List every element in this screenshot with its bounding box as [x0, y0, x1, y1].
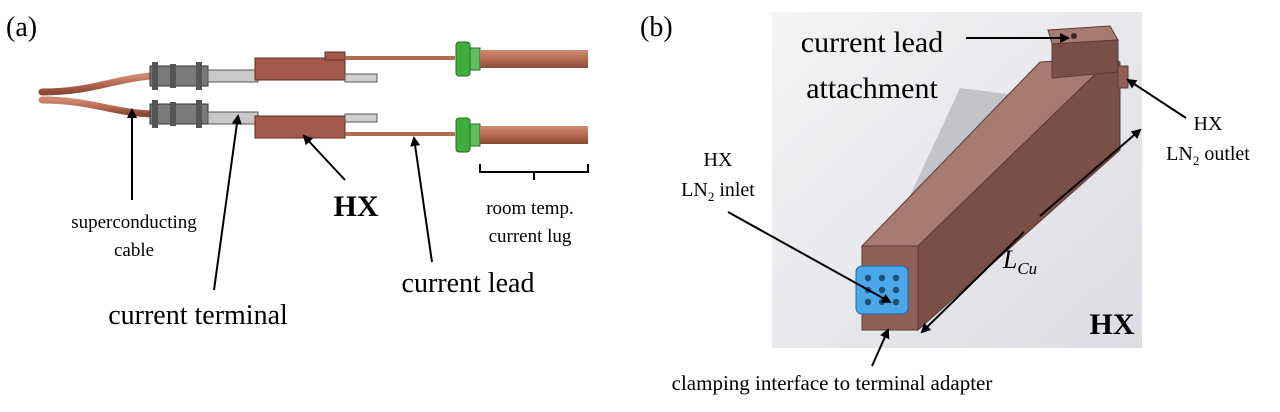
outlet-word: outlet — [1199, 143, 1250, 165]
label-clamping: clamping interface to terminal adapter — [672, 371, 993, 395]
label-room-temp-line1: room temp. — [486, 198, 574, 219]
upper-green-flange — [455, 41, 471, 77]
label-hx-a: HX — [334, 190, 379, 223]
attachment-front — [1051, 39, 1119, 79]
label-superconducting-line1: superconducting — [71, 212, 197, 233]
lower-room-temp-lug — [480, 126, 588, 144]
dimension-lcu-lower — [920, 231, 1025, 334]
lower-green-flange — [455, 117, 471, 153]
label-outlet-line2: LN2 outlet — [1166, 143, 1250, 168]
attachment-hole — [1071, 33, 1077, 39]
label-length: LCu — [1002, 245, 1037, 278]
length-sub: Cu — [1017, 259, 1037, 278]
upper-terminal — [207, 69, 259, 83]
label-current-terminal: current terminal — [108, 300, 288, 331]
label-room-temp-line2: current lug — [489, 226, 572, 247]
lower-assembly — [38, 96, 588, 153]
label-hx-b: HX — [1090, 308, 1135, 341]
length-main: L — [1002, 245, 1017, 274]
hx-render — [855, 25, 1129, 332]
upper-current-lead — [345, 56, 455, 60]
arrow-current-lead — [410, 136, 433, 263]
inlet-ln: LN — [681, 179, 708, 201]
arrow-outlet — [1126, 78, 1187, 119]
hx-side-face — [917, 57, 1121, 332]
arrow-clamping — [871, 328, 890, 367]
inlet-sub: 2 — [708, 189, 715, 204]
lower-hx-block — [254, 115, 346, 139]
panel-b: (b) — [640, 12, 1250, 395]
dimension-lcu-upper — [1039, 128, 1142, 217]
label-attachment-line2: attachment — [806, 72, 938, 105]
outlet-ln: LN — [1166, 143, 1193, 165]
label-inlet-line2: LN2 inlet — [681, 179, 755, 204]
label-current-lead: current lead — [402, 268, 535, 299]
arrow-inlet — [727, 211, 892, 303]
upper-superconducting-cable — [38, 72, 154, 96]
panel-a-tag: (a) — [6, 12, 37, 43]
lower-superconducting-cable — [38, 96, 154, 118]
panel-a: (a) — [6, 12, 589, 331]
panel-b-tag: (b) — [640, 12, 673, 43]
arrow-hx-a — [302, 134, 346, 181]
assembly-drawing-a — [38, 41, 588, 153]
room-temp-bracket — [479, 164, 589, 180]
lower-terminal — [207, 111, 259, 125]
lower-current-lead — [345, 132, 455, 136]
upper-room-temp-lug — [480, 50, 588, 68]
label-superconducting-line2: cable — [114, 240, 154, 261]
outlet-sub: 2 — [1193, 153, 1200, 168]
label-inlet-line1: HX — [704, 149, 733, 171]
label-outlet-line1: HX — [1194, 113, 1223, 135]
upper-assembly — [38, 41, 588, 96]
upper-hx-block — [254, 57, 346, 81]
hx-outlet-stub — [1117, 65, 1129, 89]
inlet-word: inlet — [714, 179, 755, 201]
label-attachment-line1: current lead — [801, 26, 943, 59]
arrow-current-terminal — [213, 114, 242, 291]
